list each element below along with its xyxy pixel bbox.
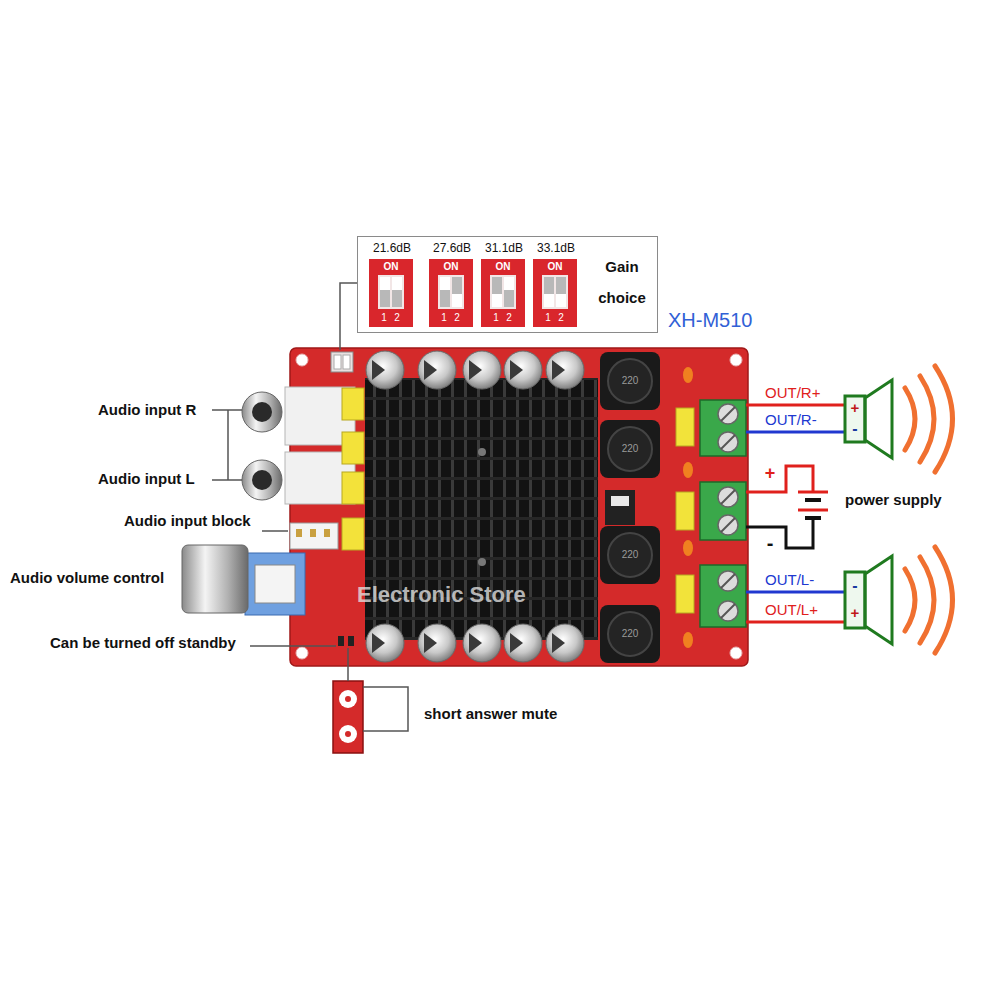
- terminal-label: OUT/L+: [765, 601, 818, 618]
- switch-slot: [504, 277, 514, 307]
- gain-value: 27.6dB: [429, 241, 475, 255]
- switch-on-mark: ON: [429, 261, 473, 273]
- polarity-sign: -: [846, 577, 864, 595]
- callout-label: Audio volume control: [10, 569, 164, 586]
- switch-number: 1: [490, 312, 502, 324]
- polarity-sign: +: [846, 399, 864, 416]
- dip-switch-body: ON 12: [481, 259, 525, 327]
- switch-knob: [556, 294, 566, 307]
- switch-on-mark: ON: [369, 261, 413, 273]
- switch-knob: [492, 294, 502, 307]
- inductor-value: 220: [612, 443, 648, 455]
- switch-number: 1: [378, 312, 390, 324]
- callout-label: Can be turned off standby: [50, 634, 236, 651]
- switch-number: 2: [391, 312, 403, 324]
- gain-choice-box: Gain choice21.6dBON1227.6dBON1231.1dBON1…: [357, 236, 658, 333]
- switch-housing: [542, 275, 568, 309]
- switch-number: 2: [451, 312, 463, 324]
- switch-housing: [490, 275, 516, 309]
- switch-number: 2: [555, 312, 567, 324]
- inductor-value: 220: [612, 375, 648, 387]
- dip-switch-body: ON 12: [369, 259, 413, 327]
- switch-slot: [492, 277, 502, 307]
- dip-switch: 31.1dB ON 12: [481, 241, 527, 327]
- polarity-sign: -: [762, 532, 778, 555]
- terminal-label: OUT/R-: [765, 411, 817, 428]
- switch-on-mark: ON: [533, 261, 577, 273]
- switch-slot: [556, 277, 566, 307]
- switch-slot: [392, 277, 402, 307]
- dip-switch: 21.6dB ON 12: [369, 241, 415, 327]
- dip-switch: 33.1dB ON 12: [533, 241, 579, 327]
- callout-label: Audio input L: [98, 470, 195, 487]
- polarity-sign: +: [762, 463, 778, 484]
- gain-value: 31.1dB: [481, 241, 527, 255]
- gain-heading: Gain choice: [590, 251, 654, 313]
- inductor-value: 220: [612, 549, 648, 561]
- dip-switch-body: ON 12: [429, 259, 473, 327]
- callout-label: Audio input R: [98, 401, 196, 418]
- switch-knob: [452, 294, 462, 307]
- switch-slot: [380, 277, 390, 307]
- gain-value: 33.1dB: [533, 241, 579, 255]
- terminal-label: OUT/R+: [765, 384, 820, 401]
- power-label: power supply: [845, 491, 942, 508]
- gain-value: 21.6dB: [369, 241, 415, 255]
- watermark: Electronic Store: [357, 582, 526, 607]
- dip-switch: 27.6dB ON 12: [429, 241, 475, 327]
- switch-knob: [544, 294, 554, 307]
- switch-knob: [440, 277, 450, 290]
- switch-on-mark: ON: [481, 261, 525, 273]
- polarity-sign: +: [846, 604, 864, 621]
- model-name: XH-M510: [668, 309, 752, 332]
- switch-slot: [440, 277, 450, 307]
- switch-housing: [438, 275, 464, 309]
- inductor-value: 220: [612, 628, 648, 640]
- polarity-sign: -: [846, 420, 864, 438]
- switch-knob: [392, 277, 402, 290]
- switch-number: 2: [503, 312, 515, 324]
- switch-number: 1: [542, 312, 554, 324]
- dip-switch-body: ON 12: [533, 259, 577, 327]
- switch-slot: [452, 277, 462, 307]
- switch-number: 1: [438, 312, 450, 324]
- terminal-label: OUT/L-: [765, 571, 814, 588]
- switch-knob: [380, 277, 390, 290]
- switch-slot: [544, 277, 554, 307]
- switch-housing: [378, 275, 404, 309]
- callout-label: Audio input block: [124, 512, 251, 529]
- callout-label: short answer mute: [424, 705, 557, 722]
- switch-knob: [504, 277, 514, 290]
